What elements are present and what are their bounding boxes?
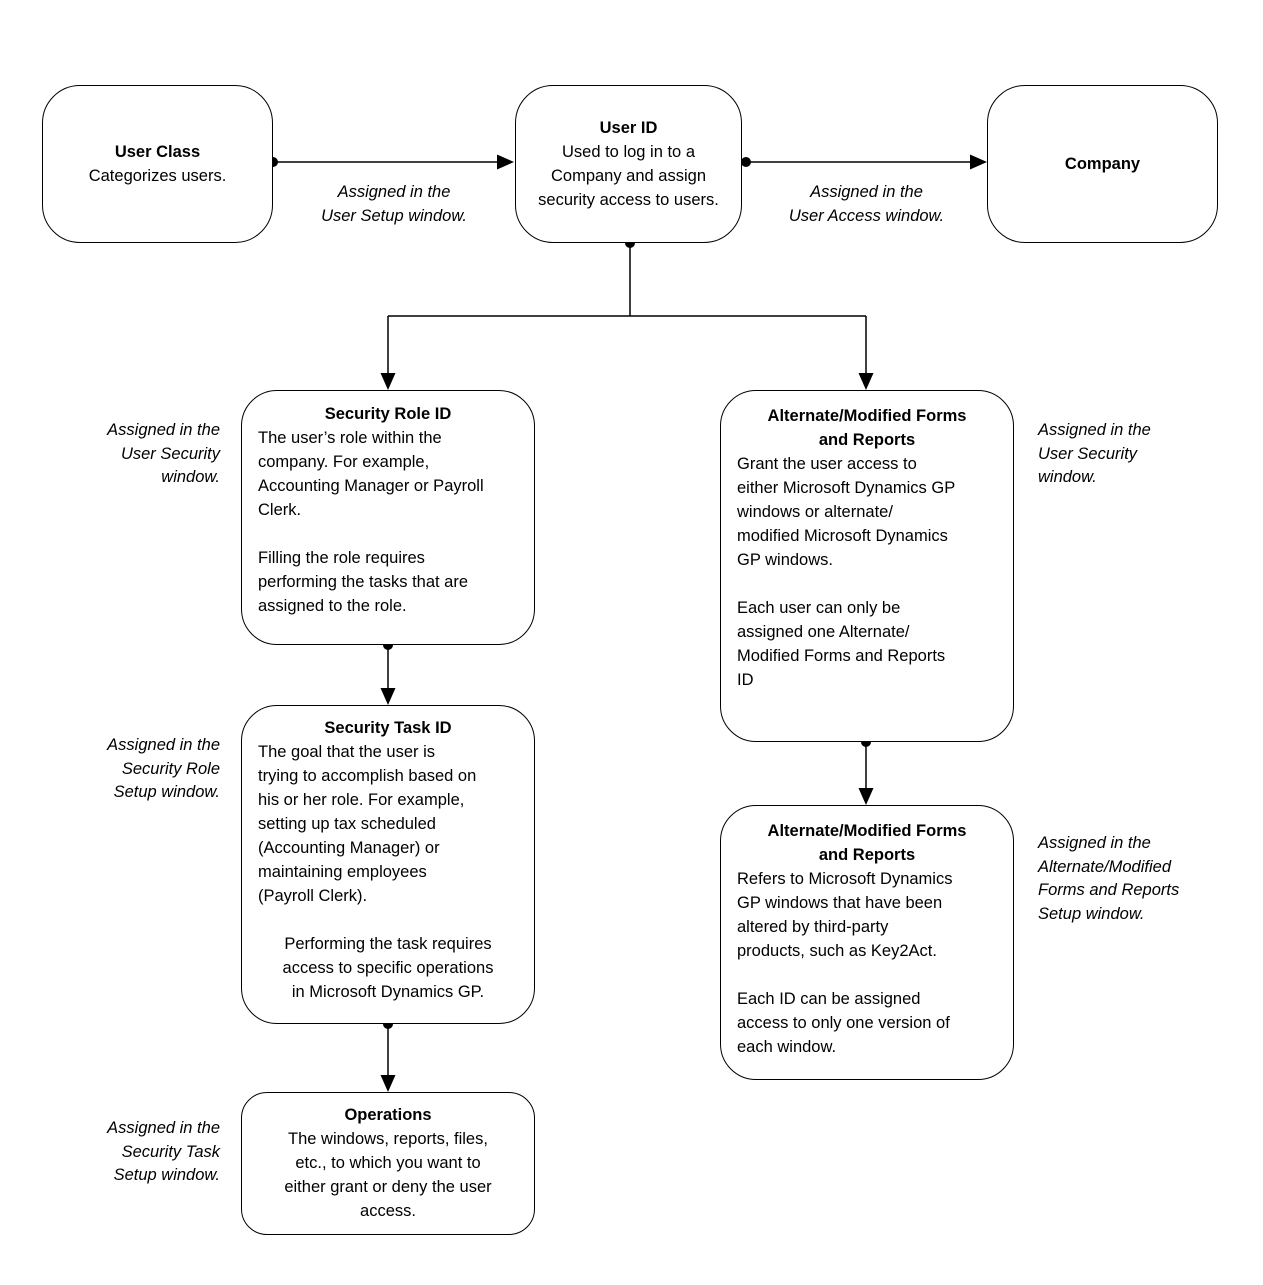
label-user-setup-window: Assigned in the User Setup window. <box>321 183 467 225</box>
node-body: Categorizes users. <box>88 167 227 185</box>
arrowhead-down <box>380 373 396 390</box>
arrowhead-right <box>497 154 514 170</box>
node-user-id: User ID Used to log in to a Company and … <box>515 85 742 243</box>
arrowhead-down <box>858 788 874 805</box>
node-body-paragraph: The goal that the user is trying to acco… <box>258 743 477 905</box>
node-body-paragraph: Each user can only be assigned one Alter… <box>737 599 946 689</box>
label-security-task-setup-window: Assigned in the Security Task Setup wind… <box>107 1119 220 1184</box>
node-title: Company <box>1064 155 1141 173</box>
arrowhead-down <box>858 373 874 390</box>
node-operations: Operations The windows, reports, files, … <box>241 1092 535 1235</box>
node-title: User ID <box>599 119 658 137</box>
node-body: The windows, reports, files, etc., to wh… <box>284 1130 492 1220</box>
label-user-access-window: Assigned in the User Access window. <box>788 183 945 225</box>
node-alt-forms-reports-user-security: Alternate/Modified Forms and Reports Gra… <box>720 390 1014 742</box>
node-title: Security Role ID <box>324 405 452 423</box>
node-body-paragraph: Each ID can be assigned access to only o… <box>737 990 950 1056</box>
label-alt-forms-reports-setup-window: Assigned in the Alternate/Modified Forms… <box>1038 834 1180 923</box>
node-title: User Class <box>114 143 201 161</box>
node-user-class: User Class Categorizes users. <box>42 85 273 243</box>
node-security-task-id: Security Task ID The goal that the user … <box>241 705 535 1024</box>
arrowhead-down <box>380 1075 396 1092</box>
node-alt-forms-reports-setup: Alternate/Modified Forms and Reports Ref… <box>720 805 1014 1080</box>
label-security-role-setup-window: Assigned in the Security Role Setup wind… <box>107 736 220 801</box>
label-user-security-window-right: Assigned in the User Security window. <box>1038 421 1151 486</box>
connector-user-id-branch <box>380 238 874 390</box>
node-body-paragraph: Refers to Microsoft Dynamics GP windows … <box>737 870 953 960</box>
node-title: Security Task ID <box>324 719 452 737</box>
node-body-paragraph: Grant the user access to either Microsof… <box>737 455 956 569</box>
node-body: Used to log in to a Company and assign s… <box>538 143 719 209</box>
node-title: Operations <box>344 1106 432 1124</box>
connector-user-id-to-company <box>741 154 987 170</box>
label-user-security-window-left: Assigned in the User Security window. <box>107 421 220 486</box>
connector-alt-forms-to-alt-forms <box>858 737 874 805</box>
node-company: Company <box>987 85 1218 243</box>
connector-user-class-to-user-id <box>268 154 514 170</box>
node-body-paragraph: The user’s role within the company. For … <box>258 429 484 519</box>
junction-dot <box>741 157 751 167</box>
arrowhead-right <box>970 154 987 170</box>
node-body-paragraph: Filling the role requires performing the… <box>258 549 469 615</box>
connector-security-task-to-operations <box>380 1019 396 1092</box>
node-body-paragraph: Performing the task requires access to s… <box>282 935 494 1001</box>
node-title: Alternate/Modified Forms and Reports <box>767 822 967 864</box>
node-security-role-id: Security Role ID The user’s role within … <box>241 390 535 645</box>
node-title: Alternate/Modified Forms and Reports <box>767 407 967 449</box>
connector-security-role-to-security-task <box>380 640 396 705</box>
arrowhead-down <box>380 688 396 705</box>
